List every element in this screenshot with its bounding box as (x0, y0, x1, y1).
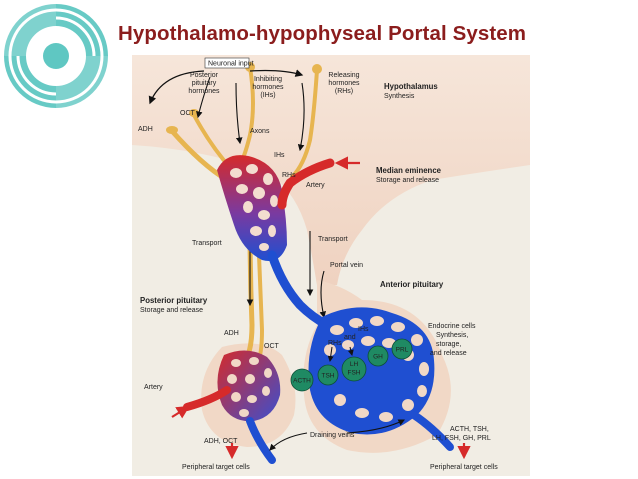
endocrine-cells-line-2: Synthesis, (436, 332, 468, 339)
rh-arrow (297, 82, 305, 152)
posterior-pituitary-plexus (217, 350, 281, 422)
draining-vein-left (246, 417, 276, 464)
draining-veins-label: Draining veins (310, 432, 355, 439)
posterior-hormones-line-2: pituitary (192, 80, 217, 87)
neuronal-input-arrow-right (249, 69, 304, 77)
rhs-and-ihs-2: and (344, 334, 356, 341)
artery-top-label: Artery (306, 182, 325, 189)
cell-tsh-label: TSH (322, 373, 335, 380)
draining-vein-right (410, 411, 454, 451)
rhs-and-ihs-1: RHs (328, 340, 342, 347)
inferior-artery (183, 386, 231, 411)
axon-rhs (290, 68, 319, 179)
hypothalamus-tissue (132, 55, 530, 285)
ih-arrow (235, 82, 243, 145)
endocrine-cells-line-3: storage, (436, 341, 461, 348)
draining-vein-pointer-left (269, 432, 308, 451)
cell-tsh (317, 364, 339, 386)
anterior-outputs-line-2: LH, FSH, GH, PRL (432, 435, 491, 442)
artery-inflow-arrow-bottom (171, 405, 190, 419)
releasing-hormones-line-2: hormones (328, 80, 360, 87)
artery-bottom-label: Artery (144, 384, 163, 391)
hypothalamus-label: Hypothalamus (384, 82, 438, 91)
neuron-body-1 (166, 126, 178, 134)
cell-pointer-1 (327, 346, 334, 362)
rhs-label: RHs (282, 172, 296, 179)
cell-gh (367, 345, 389, 367)
endocrine-cells-line-4: and release (430, 350, 467, 357)
transport-left-label: Transport (192, 240, 222, 247)
draining-vein-pointer-right (346, 419, 405, 434)
adh-oct-output-label: ADH, OCT (204, 438, 238, 445)
neuron-body-4 (312, 64, 322, 74)
cell-lh-fsh (341, 356, 367, 382)
neuronal-input-label: Neuronal input (208, 61, 254, 68)
adh-top-label: ADH (138, 126, 153, 133)
adh-mid-label: ADH (224, 330, 239, 337)
releasing-hormones-line-1: Releasing (328, 72, 359, 79)
axons-label: Axons (250, 128, 270, 135)
peripheral-target-right: Peripheral target cells (430, 464, 498, 471)
neuronal-input-arrow-left (148, 70, 205, 105)
rhs-and-ihs-3: IHs (358, 326, 369, 333)
peripheral-target-left: Peripheral target cells (182, 464, 250, 471)
hypothalamus-sub-label: Synthesis (384, 93, 415, 100)
cell-pointer-2 (347, 346, 354, 356)
portal-vein-label: Portal vein (330, 262, 363, 269)
cell-gh-label: GH (373, 354, 383, 361)
cell-fsh-label: FSH (348, 370, 361, 377)
portal-vein (267, 250, 332, 330)
median-eminence-label: Median eminence (376, 166, 442, 175)
oct-top-label: OCT (180, 110, 196, 117)
posterior-hormones-line-1: Posterior (190, 72, 219, 79)
cell-acth (290, 368, 314, 392)
inhibiting-hormones-line-1: Inhibiting (254, 76, 282, 83)
inhibiting-hormones-line-2: hormones (252, 84, 284, 91)
releasing-hormones-line-3: (RHs) (335, 88, 353, 95)
median-eminence-plexus (217, 155, 287, 261)
superior-artery (277, 158, 335, 210)
posterior-pituitary-sub-label: Storage and release (140, 307, 203, 314)
posterior-hormones-line-3: hormones (188, 88, 220, 95)
transport-right-label: Transport (318, 236, 348, 243)
portal-system-diagram: Neuronal input Posterior pituitary hormo… (132, 55, 530, 476)
oct-mid-label: OCT (264, 343, 280, 350)
portal-vein-pointer (319, 270, 326, 319)
anterior-pituitary-label: Anterior pituitary (380, 280, 444, 289)
posterior-pituitary-label: Posterior pituitary (140, 296, 208, 305)
cell-prl-label: PRL (396, 347, 409, 354)
page-title: Hypothalamo-hypophyseal Portal System (118, 22, 527, 45)
median-eminence-sub-label: Storage and release (376, 177, 439, 184)
anterior-outputs-line-1: ACTH, TSH, (450, 426, 489, 433)
logo-icon (4, 4, 108, 108)
neuronal-input-box (204, 57, 250, 69)
cell-prl (391, 338, 413, 360)
posterior-hormone-arrow (196, 76, 211, 119)
cell-lh-label: LH (350, 361, 359, 368)
inhibiting-hormones-line-3: (IHs) (260, 92, 275, 99)
endocrine-cells-line-1: Endocrine cells (428, 323, 476, 330)
ihs-label: IHs (274, 152, 285, 159)
cell-acth-label: ACTH (293, 378, 311, 385)
